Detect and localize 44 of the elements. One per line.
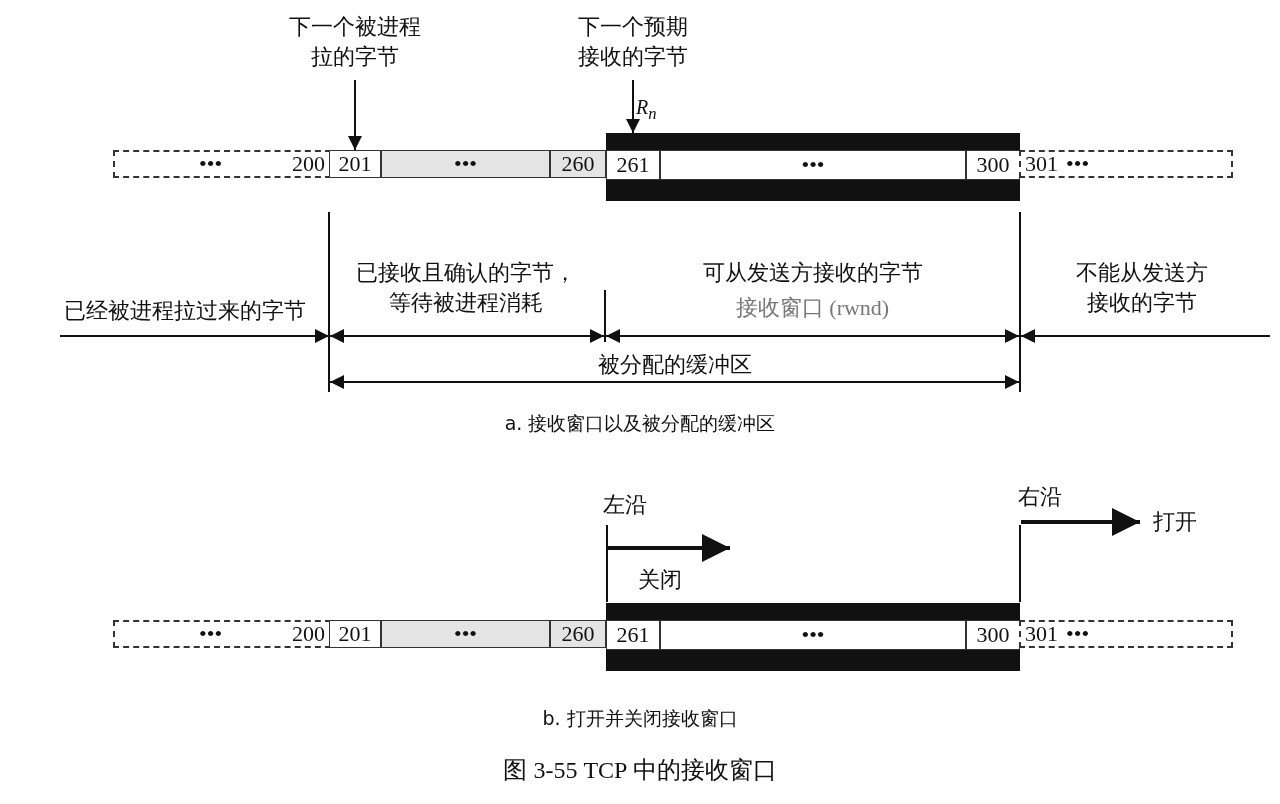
figure-caption: 图 3-55 TCP 中的接收窗口 xyxy=(502,756,778,785)
window-edge-label: 右沿 xyxy=(1017,483,1063,511)
receive-window-frame xyxy=(606,603,1020,671)
ellipsis-dots: ••• xyxy=(199,151,223,177)
dimension-label: 已经被进程拉过来的字节 xyxy=(63,297,307,325)
receive-window-frame xyxy=(606,133,1020,201)
byte-cell: 260 xyxy=(550,150,606,178)
byte-cell: 261 xyxy=(606,620,660,650)
ellipsis-dots: ••• xyxy=(199,621,223,647)
callout-label: 下一个被进程拉的字节 xyxy=(288,13,422,71)
buffer-segment: ••• xyxy=(660,620,966,650)
dimension-label: 不能从发送方接收的字节 xyxy=(1075,259,1209,317)
arrow xyxy=(348,79,362,151)
subfigure-caption: b. 打开并关闭接收窗口 xyxy=(541,706,739,731)
byte-number: 200 xyxy=(292,151,325,177)
direction-label: 关闭 xyxy=(637,566,683,594)
dimension-label: 可从发送方接收的字节 xyxy=(701,259,924,287)
buffer-segment xyxy=(1019,150,1233,178)
buffer-segment: ••• xyxy=(660,150,966,180)
dimension-label: 已接收且确认的字节，等待被进程消耗 xyxy=(355,259,577,317)
byte-cell: 300 xyxy=(966,620,1020,650)
byte-cell: 300 xyxy=(966,150,1020,180)
ellipsis-dots: ••• xyxy=(1066,151,1090,177)
byte-cell: 201 xyxy=(329,620,381,648)
callout-label: 下一个预期接收的字节 xyxy=(577,13,689,71)
variable-label: R$_{n}$ xyxy=(636,95,658,125)
buffer-segment xyxy=(113,620,331,648)
arrow xyxy=(626,79,640,134)
ellipsis-dots: ••• xyxy=(1066,621,1090,647)
subfigure-caption: a. 接收窗口以及被分配的缓冲区 xyxy=(503,411,777,436)
dimension-label: 接收窗口 (rwnd) xyxy=(734,294,891,322)
byte-cell: 261 xyxy=(606,150,660,180)
buffer-segment: ••• xyxy=(381,150,550,178)
byte-cell: 260 xyxy=(550,620,606,648)
byte-number: 301 xyxy=(1025,621,1058,647)
buffer-segment xyxy=(1019,620,1233,648)
byte-cell: 201 xyxy=(329,150,381,178)
direction-label: 打开 xyxy=(1152,508,1198,536)
byte-number: 301 xyxy=(1025,151,1058,177)
buffer-segment: ••• xyxy=(381,620,550,648)
window-edge-label: 左沿 xyxy=(602,491,648,519)
buffer-segment xyxy=(113,150,331,178)
byte-number: 200 xyxy=(292,621,325,647)
dimension-label: 被分配的缓冲区 xyxy=(597,351,753,379)
